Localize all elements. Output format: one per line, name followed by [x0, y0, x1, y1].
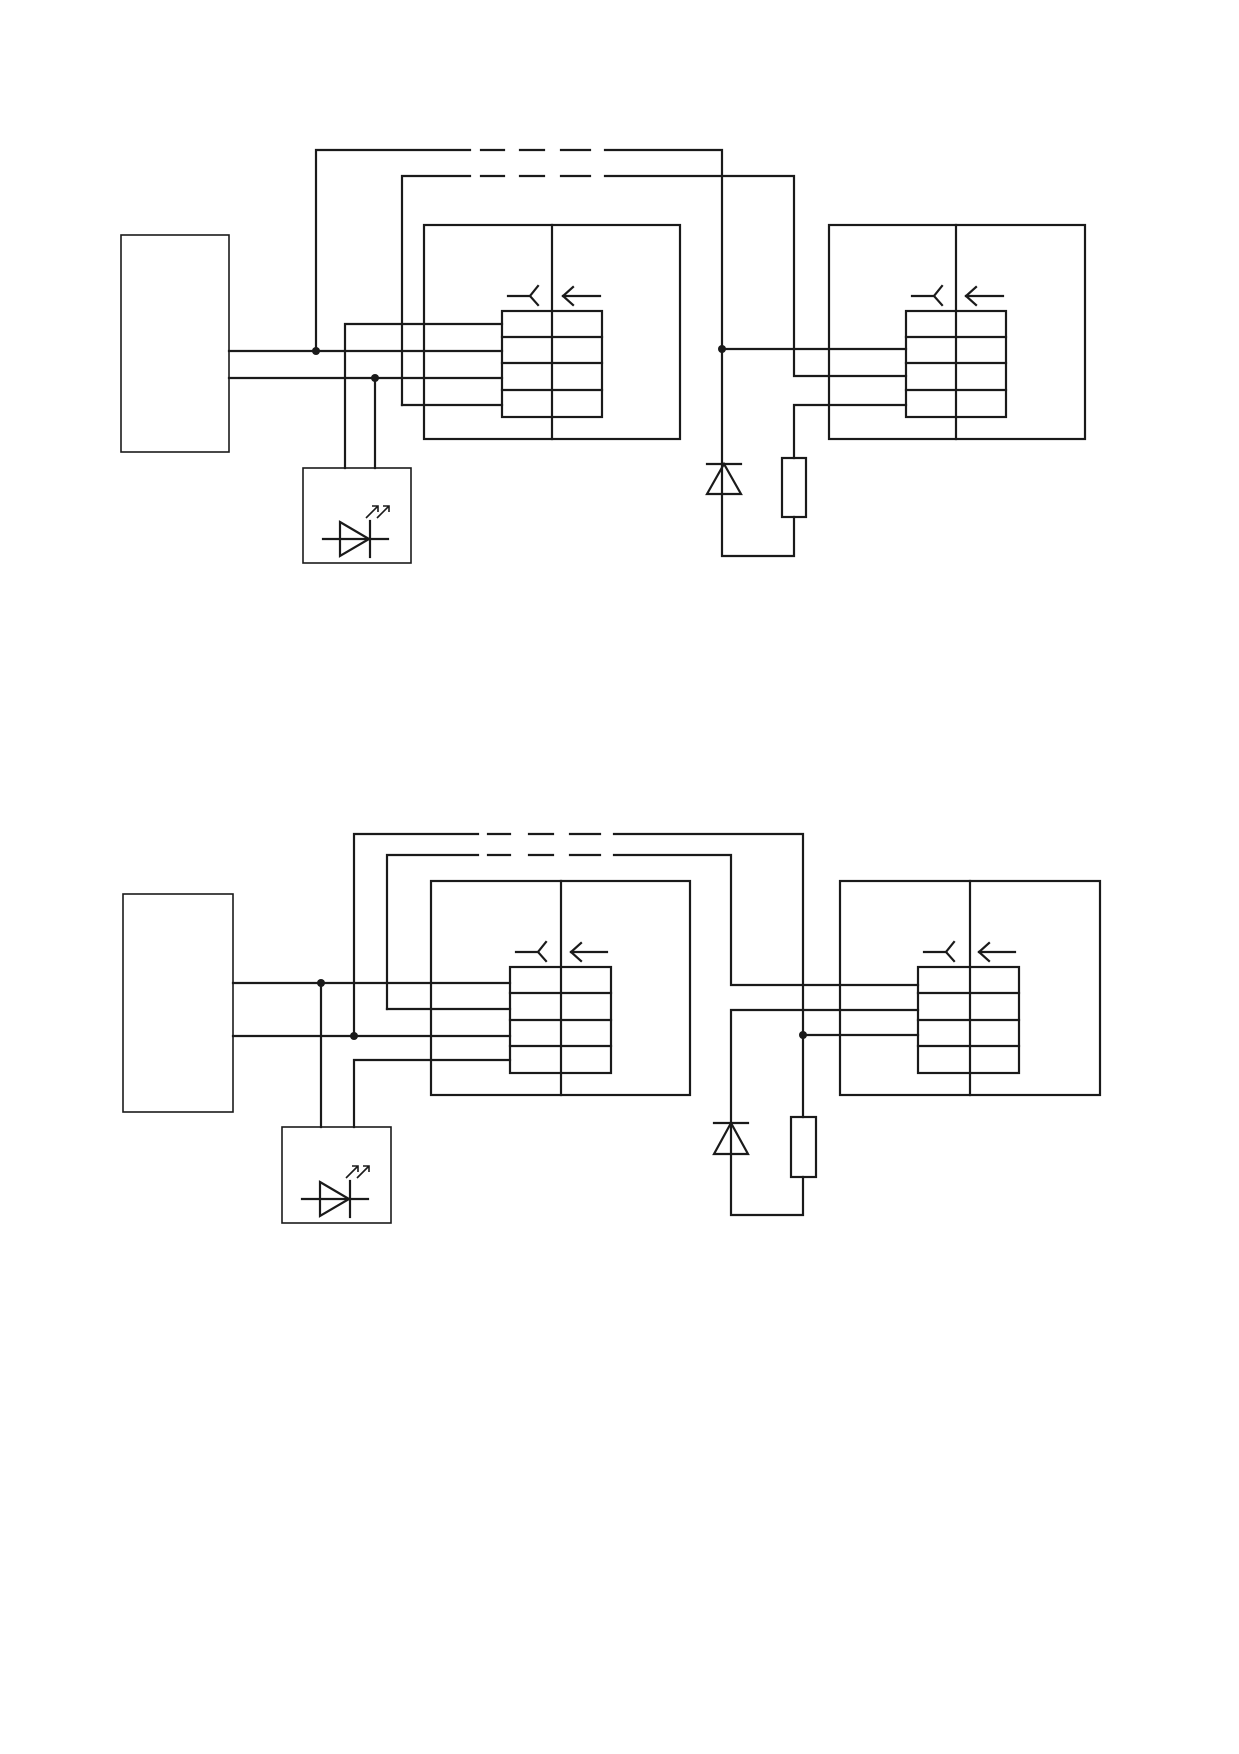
diode-icon [705, 461, 743, 496]
left-block [122, 893, 234, 1113]
led-icon [300, 1165, 370, 1219]
plug-arrow-icon [561, 285, 602, 307]
left-block [120, 234, 230, 453]
resistor-icon [780, 456, 808, 519]
socket-symbol-icon [514, 940, 548, 963]
wires [231, 832, 920, 1217]
wires [227, 148, 908, 558]
wiring-diagram-bottom [122, 832, 1102, 1224]
led-module [302, 467, 412, 564]
led-icon [321, 505, 390, 559]
socket-symbol-icon [506, 284, 540, 307]
plug-arrow-icon [964, 285, 1005, 307]
connector-1 [422, 223, 682, 441]
connector-1 [429, 879, 692, 1097]
diode-icon [712, 1120, 750, 1156]
connector-2 [838, 879, 1102, 1097]
plug-arrow-icon [977, 941, 1017, 963]
connector-2 [827, 223, 1087, 441]
dashed-cable-break [479, 148, 592, 178]
socket-symbol-icon [922, 940, 956, 963]
plug-arrow-icon [569, 941, 609, 963]
wiring-diagram-top [120, 148, 1087, 564]
resistor-icon [789, 1115, 818, 1179]
led-module [281, 1126, 392, 1224]
socket-symbol-icon [910, 284, 944, 307]
dashed-cable-break [486, 832, 602, 857]
